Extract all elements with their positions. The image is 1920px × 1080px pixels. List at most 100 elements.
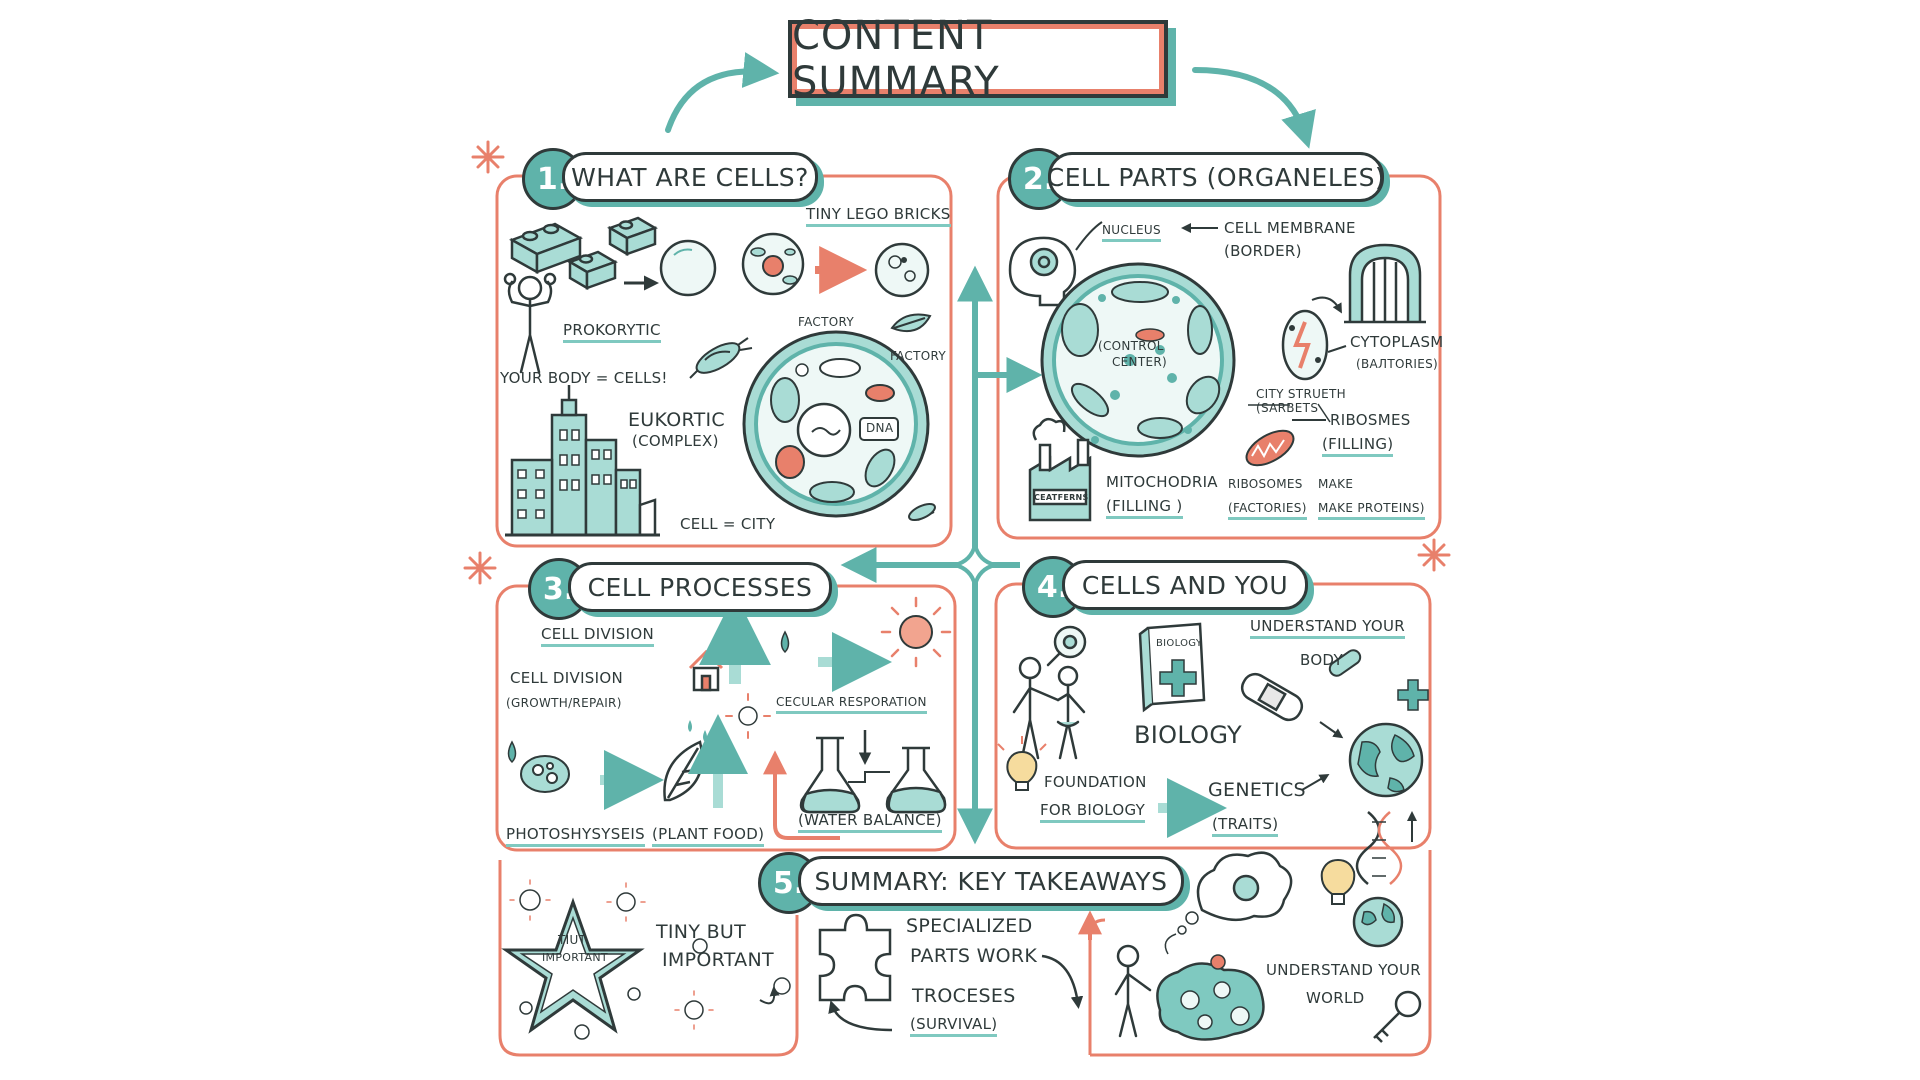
microbe-blob-icon bbox=[1156, 954, 1265, 1041]
label-mitochondria: MITOCHODRIA bbox=[1106, 473, 1218, 491]
thinking-person-icon bbox=[1114, 944, 1152, 1038]
label-cell-membrane: CELL MEMBRANE bbox=[1224, 219, 1356, 237]
asterisk-2 bbox=[463, 551, 497, 585]
label-star-tiut: TIUT bbox=[558, 933, 587, 947]
label-specialized: SPECIALIZED bbox=[906, 915, 1033, 937]
label-book-biology: BIOLOGY bbox=[1156, 638, 1203, 649]
people-magnifier-icon bbox=[1012, 625, 1087, 760]
label-cellular-respiration: CECULAR RESPORATION bbox=[776, 695, 927, 714]
lightbulb-icon bbox=[997, 736, 1047, 791]
label-factories-cytoplasm: (BAЛTORIES) bbox=[1356, 357, 1438, 371]
thought-cloud-icon bbox=[1196, 851, 1293, 922]
label-photosynthesis: PHOTOSHYSYSEIS bbox=[506, 825, 645, 848]
label-star-important: IMPORTANT bbox=[542, 951, 608, 964]
city-buildings-icon bbox=[505, 385, 660, 537]
label-foundation: FOUNDATION bbox=[1044, 773, 1147, 791]
house-icon bbox=[688, 649, 724, 692]
label-tiny-but: TINY BUT bbox=[656, 921, 747, 943]
star-icon bbox=[501, 897, 645, 1034]
globe-icon bbox=[1348, 722, 1424, 798]
label-city-streets: CITY STRUETH bbox=[1256, 387, 1346, 401]
chloroplast-icon bbox=[520, 755, 570, 793]
mitochondria-icon bbox=[1245, 429, 1295, 467]
label-troceses: TROCESES bbox=[912, 985, 1016, 1007]
label-water-balance: (WATER BALANCE) bbox=[798, 811, 942, 834]
label-cell-division: CELL DIVISION bbox=[510, 669, 623, 687]
leaf-icon bbox=[890, 313, 932, 332]
label-make: MAKE bbox=[1318, 477, 1354, 491]
plant-leaf-icon bbox=[663, 740, 704, 802]
label-eukortic: EUKORTIC bbox=[628, 409, 725, 431]
lightbulb-icon-2 bbox=[1320, 858, 1356, 905]
cell-diagram-icon bbox=[1040, 262, 1236, 458]
label-center: CENTER) bbox=[1112, 355, 1167, 369]
asterisk-3 bbox=[1417, 538, 1451, 572]
label-make-proteins: MAKE PROTEINS) bbox=[1318, 501, 1425, 520]
key-icon bbox=[1373, 990, 1422, 1043]
label-parts-work: PARTS WORK bbox=[910, 945, 1038, 967]
label-tiny-lego-bricks: TINY LEGO BRICKS bbox=[806, 205, 951, 228]
section-4-heading: CELLS AND YOU bbox=[1062, 560, 1308, 610]
label-genetics: GENETICS bbox=[1208, 779, 1306, 801]
cytoplasm-organelle-icon bbox=[1281, 309, 1329, 381]
section-1-heading: WHAT ARE CELLS? bbox=[562, 152, 818, 202]
label-growth-repair: (GROWTH/REPAIR) bbox=[506, 696, 622, 710]
lego-bricks-icon bbox=[509, 216, 658, 291]
label-dna: DNA bbox=[866, 421, 894, 435]
flask-icon-2 bbox=[885, 746, 947, 814]
sun-icon bbox=[880, 596, 952, 668]
gateway-icon bbox=[1344, 243, 1426, 324]
label-tiny-important: IMPORTANT bbox=[662, 949, 774, 971]
dna-icon bbox=[1355, 811, 1403, 885]
label-cell-division-title: CELL DIVISION bbox=[541, 625, 654, 648]
top-left-arrow bbox=[665, 52, 780, 133]
flask-icon-1 bbox=[799, 736, 861, 814]
brain-head-icon bbox=[1008, 236, 1077, 307]
label-factory-1: FACTORY bbox=[798, 315, 854, 329]
label-factory-sign: CEATFERNS bbox=[1034, 493, 1089, 502]
label-cell-city: CELL = CITY bbox=[680, 515, 776, 533]
label-cytoplasm: CYTOPLASM bbox=[1350, 333, 1444, 351]
label-understand-body: UNDERSTAND YOUR bbox=[1250, 617, 1406, 640]
label-factory-2: FACTORY bbox=[890, 349, 946, 363]
label-ribosmes: RIBOSMES bbox=[1330, 411, 1411, 429]
center-sparkle bbox=[954, 544, 996, 586]
section-5-heading: SUMMARY: KEY TAKEAWAYS bbox=[798, 856, 1184, 906]
label-survival: (SURVIVAL) bbox=[910, 1015, 998, 1038]
label-traits: (TRAITS) bbox=[1212, 815, 1279, 838]
label-body: BODY bbox=[1300, 651, 1343, 669]
label-biology: BIOLOGY bbox=[1134, 721, 1243, 749]
section-3-heading: CELL PROCESSES bbox=[568, 562, 832, 612]
top-right-arrow bbox=[1192, 67, 1316, 149]
label-control: (CONTROL bbox=[1098, 339, 1164, 353]
page-title: CONTENT SUMMARY bbox=[788, 13, 1168, 105]
label-nucleus: NUCLEUS bbox=[1102, 223, 1161, 242]
section-5-frame bbox=[498, 850, 1432, 1057]
eukaryotic-cell-icon bbox=[742, 330, 930, 518]
strong-person-icon bbox=[503, 272, 557, 374]
section-2-heading: CELL PARTS (ORGANELES) bbox=[1047, 152, 1385, 202]
cell-sample-icon bbox=[741, 232, 805, 296]
globe-icon-2 bbox=[1352, 896, 1404, 948]
label-plant-food: (PLANT FOOD) bbox=[652, 825, 765, 848]
small-sun-icon bbox=[725, 693, 771, 739]
label-understand-world: UNDERSTAND YOUR bbox=[1266, 961, 1422, 979]
label-mitochondria-filling: (FILLING ) bbox=[1106, 497, 1183, 520]
pill-icon bbox=[1328, 649, 1362, 677]
label-world: WORLD bbox=[1306, 989, 1365, 1007]
factory-icon bbox=[1028, 417, 1092, 522]
germ-icons bbox=[519, 889, 791, 1040]
bandage-icon bbox=[1240, 672, 1304, 722]
label-city-streets-2: (SARBETS bbox=[1256, 401, 1319, 415]
complex-cell-icon bbox=[874, 242, 930, 298]
asterisk-1 bbox=[471, 140, 505, 174]
respiration-return-arrow bbox=[763, 750, 840, 840]
label-border: (BORDER) bbox=[1224, 242, 1302, 260]
biology-book-icon bbox=[1138, 622, 1206, 713]
label-prokorytic: PROKORYTIC bbox=[563, 321, 661, 344]
label-ribosmes-filling: (FILLING) bbox=[1322, 435, 1394, 458]
puzzle-piece-icon bbox=[818, 913, 892, 1002]
label-ribosomes-factories: (FACTORIES) bbox=[1228, 501, 1307, 520]
